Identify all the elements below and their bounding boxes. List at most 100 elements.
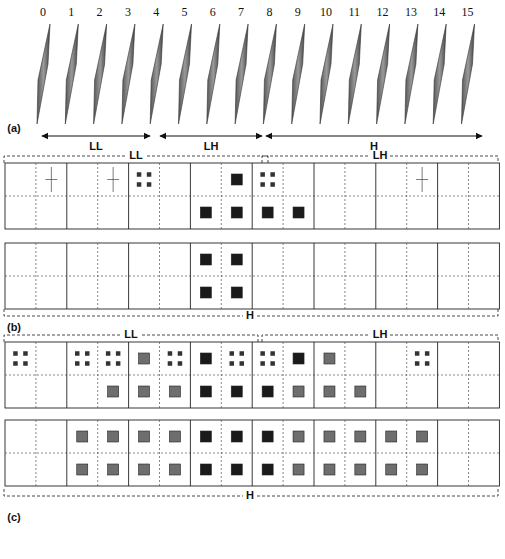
electrode-number: 6 xyxy=(210,6,216,18)
contact-square xyxy=(417,464,428,475)
contact-cluster xyxy=(106,361,111,366)
electrode-shank xyxy=(377,24,390,124)
contact-cluster xyxy=(178,351,183,356)
contact-cluster xyxy=(270,172,275,177)
contact-square xyxy=(200,431,211,442)
contact-square xyxy=(108,386,119,397)
contact-square xyxy=(200,207,211,218)
grid-line xyxy=(283,243,284,309)
grid-line xyxy=(344,163,345,229)
contact-square xyxy=(108,464,119,475)
grid-line xyxy=(252,420,253,486)
grid-line xyxy=(190,342,191,408)
grid-line xyxy=(406,420,407,486)
grid-line xyxy=(437,420,438,486)
electrode-number: 8 xyxy=(266,6,272,18)
contact-cluster xyxy=(270,361,275,366)
grid-line xyxy=(344,420,345,486)
contact-cluster xyxy=(260,182,265,187)
group-label: LL xyxy=(121,329,140,340)
electrode-number: 4 xyxy=(153,6,159,18)
grid-line xyxy=(283,163,284,229)
group-label: H xyxy=(243,310,257,321)
contact-cluster xyxy=(13,351,18,356)
range-arrow xyxy=(160,135,262,136)
grid-line xyxy=(375,342,376,408)
contact-cluster xyxy=(85,361,90,366)
contact-cluster xyxy=(270,182,275,187)
contact-square xyxy=(139,386,150,397)
contact-cluster xyxy=(230,351,235,356)
grid-line xyxy=(468,243,469,309)
grid-line xyxy=(344,243,345,309)
contact-cluster xyxy=(75,351,80,356)
electrode-shank xyxy=(348,24,361,124)
grid-line xyxy=(66,342,67,408)
contact-square xyxy=(139,353,150,364)
grid-line xyxy=(221,420,222,486)
grid-line xyxy=(314,243,315,309)
grid-line xyxy=(97,342,98,408)
contact-cluster xyxy=(270,351,275,356)
electrode-shank xyxy=(65,24,78,124)
grid-line xyxy=(128,163,129,229)
contact-square xyxy=(139,431,150,442)
contact-square xyxy=(293,386,304,397)
electrode-number: 1 xyxy=(68,6,74,18)
tick-mark xyxy=(51,167,52,192)
electrode-shank xyxy=(207,24,220,124)
electrode-number: 5 xyxy=(182,6,188,18)
grid-line xyxy=(97,243,98,309)
electrode-shank xyxy=(235,24,248,124)
contact-cluster xyxy=(260,351,265,356)
contact-square xyxy=(231,431,242,442)
electrode-number: 0 xyxy=(40,6,46,18)
grid-line xyxy=(221,342,222,408)
contact-square xyxy=(386,464,397,475)
contact-square xyxy=(169,386,180,397)
contact-cluster xyxy=(85,351,90,356)
grid-line xyxy=(221,243,222,309)
grid-line xyxy=(35,243,36,309)
electrode-shank xyxy=(94,24,107,124)
contact-cluster xyxy=(260,172,265,177)
contact-cluster xyxy=(137,172,142,177)
electrode-shank xyxy=(462,24,475,124)
grid-line xyxy=(375,420,376,486)
grid-line xyxy=(406,342,407,408)
contact-square xyxy=(293,207,304,218)
grid-block xyxy=(5,243,499,309)
grid-line xyxy=(190,420,191,486)
contact-square xyxy=(200,353,211,364)
grid-line xyxy=(314,420,315,486)
contact-square xyxy=(231,464,242,475)
grid-line xyxy=(468,420,469,486)
grid-line xyxy=(437,243,438,309)
grid-line xyxy=(190,163,191,229)
electrode-shank xyxy=(292,24,305,124)
contact-cluster xyxy=(23,361,28,366)
contact-square xyxy=(293,431,304,442)
contact-cluster xyxy=(240,351,245,356)
panel-label: (a) xyxy=(7,123,20,134)
grid-line xyxy=(437,342,438,408)
group-label: LL xyxy=(86,141,105,152)
contact-square xyxy=(231,174,242,185)
contact-square xyxy=(169,431,180,442)
electrode-shank xyxy=(320,24,333,124)
electrode-number: 15 xyxy=(462,6,474,18)
contact-cluster xyxy=(425,361,430,366)
grid-line xyxy=(35,420,36,486)
contact-square xyxy=(324,464,335,475)
electrode-number: 10 xyxy=(320,6,332,18)
electrode-shank xyxy=(433,24,446,124)
contact-cluster xyxy=(75,361,80,366)
contact-cluster xyxy=(137,182,142,187)
grid-line xyxy=(252,163,253,229)
contact-cluster xyxy=(106,351,111,356)
tick-mark xyxy=(422,167,423,192)
grid-line xyxy=(406,163,407,229)
contact-cluster xyxy=(116,351,121,356)
contact-square xyxy=(355,431,366,442)
electrode-number: 7 xyxy=(238,6,244,18)
